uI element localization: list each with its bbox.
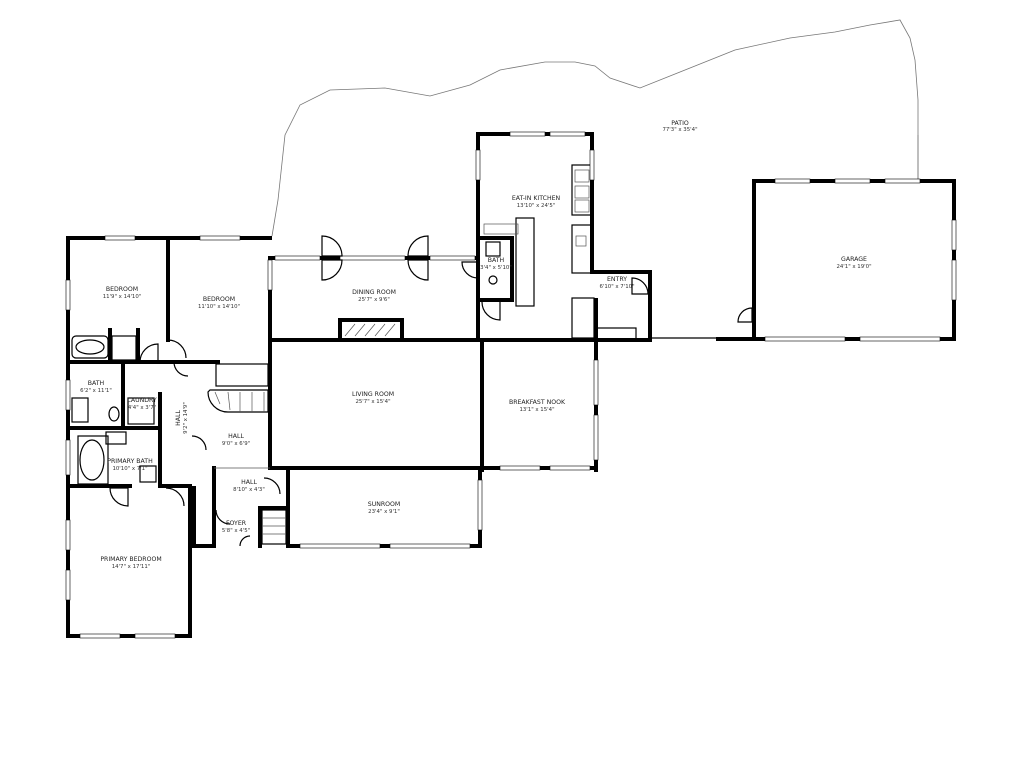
bath-fixtures (71, 335, 157, 485)
room-dims: 4'4" x 3'7" (128, 405, 156, 411)
room-dims: 11'9" x 14'10" (103, 294, 142, 300)
room-dims: 25'7" x 15'4" (355, 399, 390, 405)
room-dims: 9'0" x 6'9" (222, 441, 250, 447)
room-name: LAUNDRY (127, 397, 157, 404)
room-name: BREAKFAST NOOK (509, 399, 566, 406)
entry-door-swing (631, 277, 649, 295)
room-name: HALL (241, 479, 257, 486)
door-swings (109, 339, 281, 547)
room-name: HALL (228, 433, 244, 440)
room-name: DINING ROOM (352, 289, 396, 296)
room-dims: 77'3" x 35'4" (662, 127, 697, 133)
kitchen-windows (475, 131, 595, 181)
room-name: BEDROOM (203, 296, 235, 303)
room-dims: 6'10" x 7'10" (599, 284, 634, 290)
dining-door-right-2 (407, 259, 429, 281)
garage-door-swing (737, 307, 753, 323)
room-name: PRIMARY BEDROOM (100, 556, 161, 563)
room-dims: 6'2" x 11'1" (80, 388, 112, 394)
fireplace (338, 318, 404, 342)
dining-door-left-2 (321, 259, 343, 281)
bedroom-windows (65, 235, 273, 639)
room-name: BATH (88, 380, 105, 387)
room-name: BEDROOM (106, 286, 138, 293)
room-dims: 24'1" x 19'0" (836, 264, 871, 270)
nook-windows (499, 359, 599, 471)
sunroom-walls (286, 466, 483, 549)
room-name: BATH (488, 257, 505, 264)
room-name: PATIO (671, 120, 689, 127)
dining-door-left (321, 235, 343, 257)
kitchen-fixtures (483, 164, 637, 341)
room-dims: 10'10" x 7'1" (112, 466, 147, 472)
garage-walls (752, 178, 957, 342)
stairs (207, 363, 269, 413)
room-dims: 14'7" x 17'11" (112, 564, 151, 570)
bedroom-walls (66, 236, 290, 638)
room-name: ENTRY (607, 276, 627, 283)
patio-outline (271, 19, 919, 237)
room-dims: 23'4" x 9'1" (368, 509, 400, 515)
kitchen-door (461, 261, 479, 279)
dining-door-right (407, 235, 429, 257)
room-name: SUNROOM (368, 501, 400, 508)
room-dims: 25'7" x 9'6" (358, 297, 390, 303)
room-dims: 5'8" x 4'5" (222, 528, 250, 534)
room-name: FOYER (226, 520, 247, 527)
kitchen-bath (476, 236, 514, 321)
room-dims: 3'4" x 5'10" (480, 265, 512, 271)
room-name: PRIMARY BATH (107, 458, 153, 465)
room-name: HALL (175, 410, 182, 426)
room-dims: 9'2" x 14'9" (183, 402, 189, 434)
foyer-stairs (261, 509, 287, 545)
dining-windows (274, 255, 476, 261)
room-name: GARAGE (841, 256, 867, 263)
main-walls (268, 256, 598, 472)
room-labels: PATIO 77'3" x 35'4" EAT-IN KITCHEN 13'10… (80, 120, 871, 570)
room-dims: 8'10" x 4'3" (233, 487, 265, 493)
room-name: LIVING ROOM (352, 391, 394, 398)
room-dims: 13'1" x 15'4" (519, 407, 554, 413)
room-name: EAT-IN KITCHEN (512, 195, 561, 202)
room-dims: 13'10" x 24'5" (517, 203, 556, 209)
room-dims: 11'10" x 14'10" (198, 304, 240, 310)
